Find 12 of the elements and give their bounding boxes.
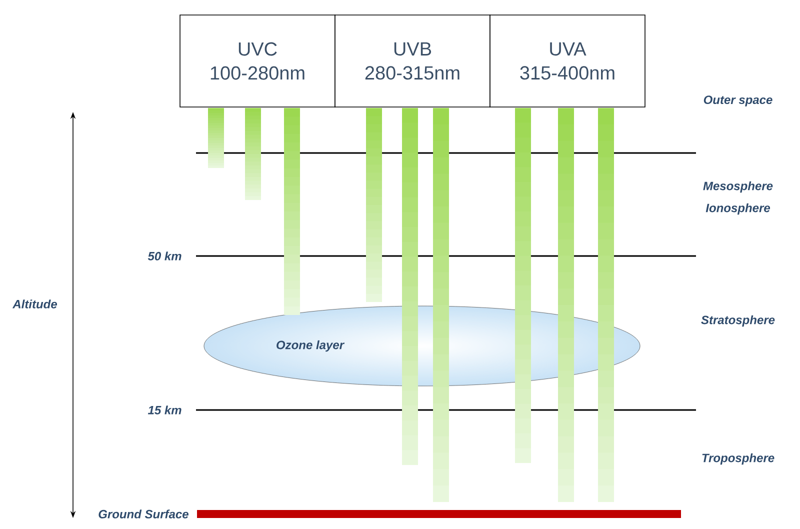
band-box: UVC 100-280nm	[180, 14, 336, 108]
zone-label: Outer space	[704, 96, 772, 106]
zone-label: Ionosphere	[706, 203, 770, 215]
band-box: UVB 280-315nm	[334, 14, 490, 108]
zone-label: Altitude	[12, 300, 57, 308]
zone-label: Mesosphere	[703, 181, 773, 193]
zone-label: Stratosphere	[701, 315, 775, 327]
zone-label: 50 km	[148, 252, 182, 260]
zone-label: 15 km	[148, 406, 182, 414]
zone-label: Troposphere	[702, 453, 774, 465]
zone-label: Ground Surface	[98, 510, 188, 518]
band-box: UVA 315-400nm	[490, 14, 646, 108]
